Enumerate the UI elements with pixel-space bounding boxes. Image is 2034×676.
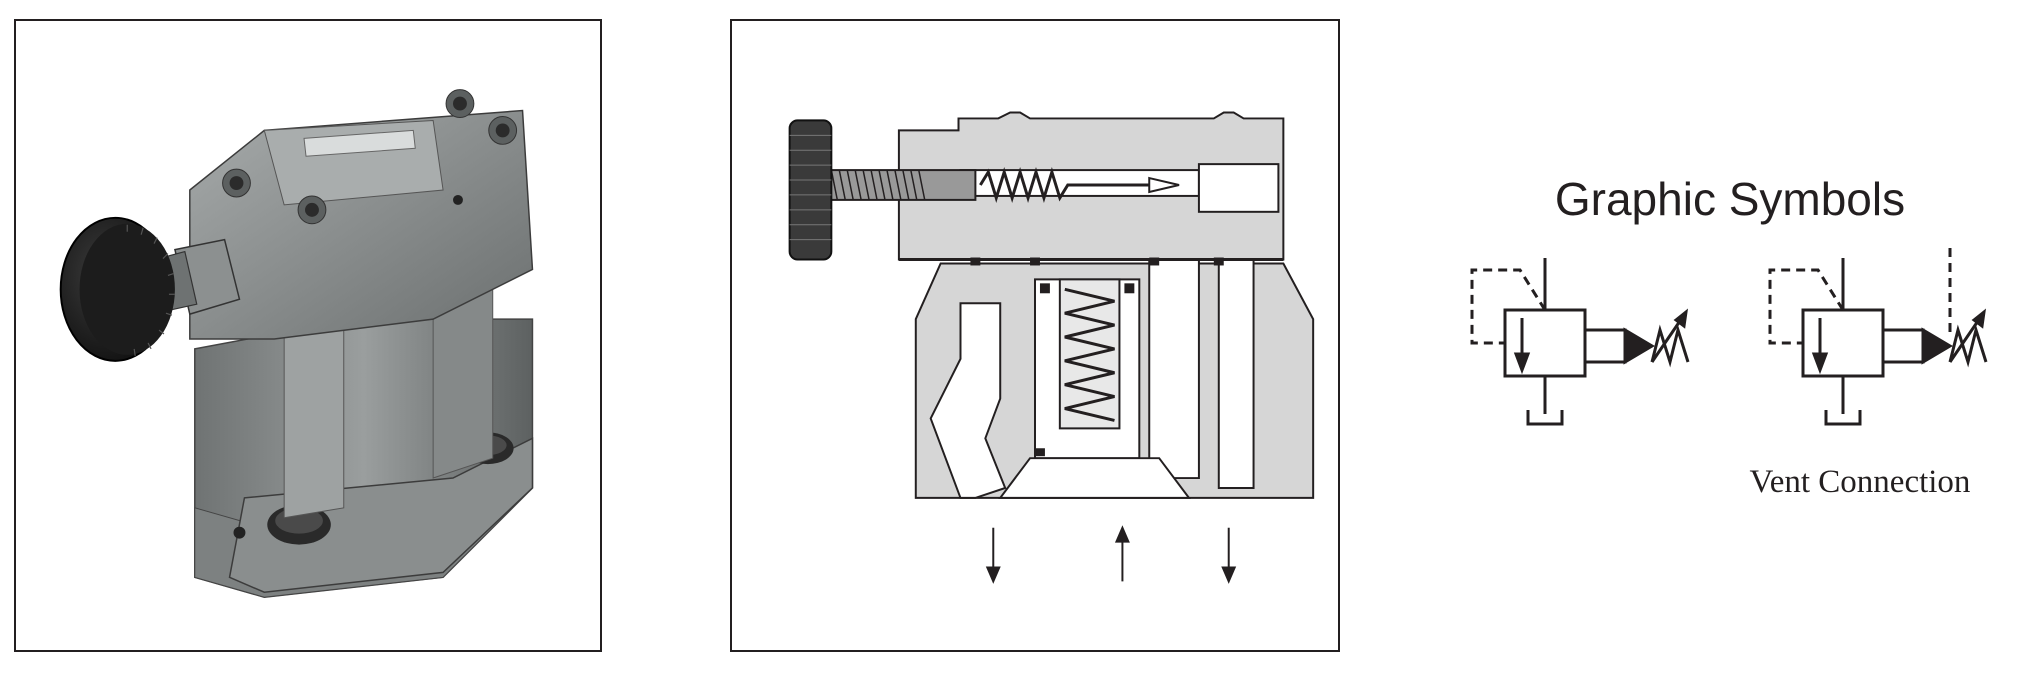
valve-cross-section-panel (730, 19, 1340, 652)
graphic-symbols-area (1460, 238, 2020, 458)
graphic-symbols-drawing (1470, 248, 1988, 426)
valve-photo-panel (14, 19, 602, 652)
graphic-symbols-title: Graphic Symbols (1554, 173, 1906, 225)
valve-photo-illustration (59, 89, 534, 598)
relief-valve-symbol (1470, 258, 1690, 426)
valve-cross-section-drawing (788, 111, 1315, 584)
relief-valve-vent-symbol (1768, 248, 1988, 426)
vent-connection-caption: Vent Connection (1749, 464, 1971, 500)
